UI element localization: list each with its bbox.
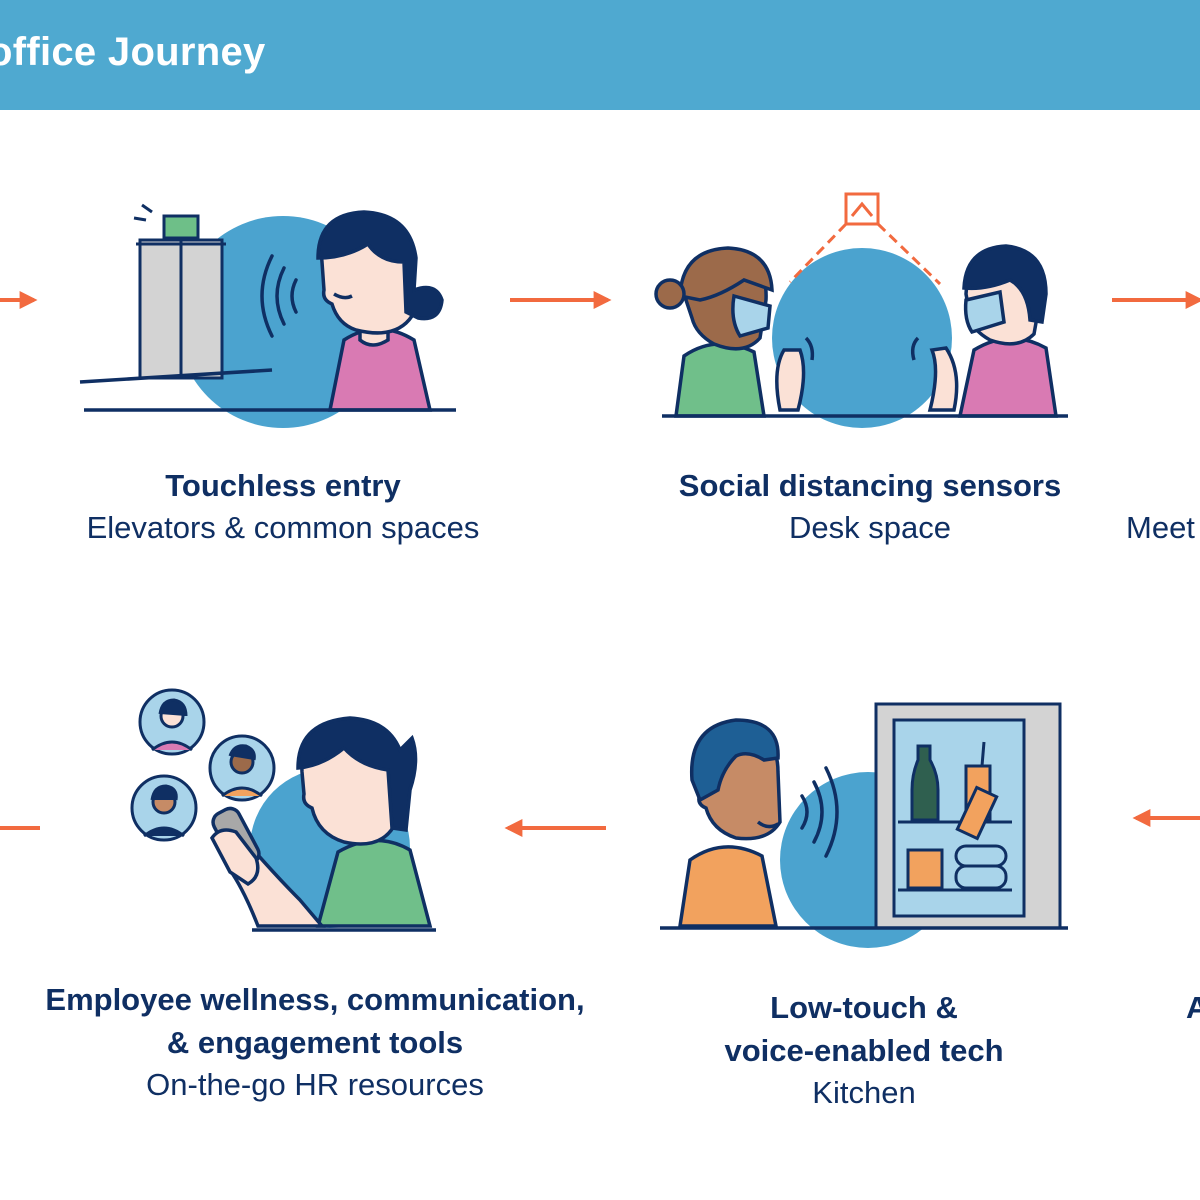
sound-waves-icon [260, 254, 298, 338]
sensor-icon [788, 192, 942, 286]
touchless-entry-illustration [79, 203, 456, 428]
step-caption-cutoff: A [1186, 986, 1200, 1029]
sound-waves-icon [800, 766, 839, 858]
person-left [654, 246, 815, 418]
fridge-icon [874, 702, 1062, 930]
woman-person [316, 210, 444, 412]
social-distancing-illustration [654, 192, 1068, 428]
elevator-icon [79, 203, 273, 384]
avatar-icon [138, 688, 206, 756]
avatar-icon [208, 734, 276, 802]
step-subtitle: Desk space [789, 510, 951, 545]
kitchen-illustration [660, 702, 1068, 948]
step-title: Touchless entry [165, 468, 401, 503]
step-caption-social-distancing: Social distancing sensors Desk space [640, 464, 1100, 549]
woman-with-phone [209, 716, 433, 928]
step-title: Social distancing sensors [678, 468, 1062, 503]
header-bar: office Journey [0, 0, 1200, 110]
step-title-line-1: Low-touch & [770, 990, 958, 1025]
step-title-line-1: Employee wellness, communication, [45, 982, 585, 1017]
page-title: office Journey [0, 30, 266, 74]
step-caption-low-touch: Low-touch & voice-enabled tech Kitchen [664, 986, 1064, 1114]
man-person [677, 718, 782, 928]
step-caption-touchless-entry: Touchless entry Elevators & common space… [50, 464, 516, 549]
step-title [1126, 464, 1200, 507]
step-caption-meeting: Meet [1126, 464, 1200, 549]
step-subtitle: Kitchen [812, 1075, 916, 1110]
step-title-line-2: voice-enabled tech [724, 1033, 1004, 1068]
step-caption-employee-wellness: Employee wellness, communication, & enga… [10, 978, 620, 1106]
step-subtitle: Meet [1126, 510, 1195, 545]
employee-wellness-illustration [130, 688, 436, 932]
step-subtitle: On-the-go HR resources [146, 1067, 484, 1102]
step-title: A [1186, 990, 1200, 1025]
step-subtitle: Elevators & common spaces [86, 510, 480, 545]
avatar-icon [130, 774, 198, 842]
step-title-line-2: & engagement tools [166, 1025, 464, 1060]
person-right [910, 244, 1059, 418]
